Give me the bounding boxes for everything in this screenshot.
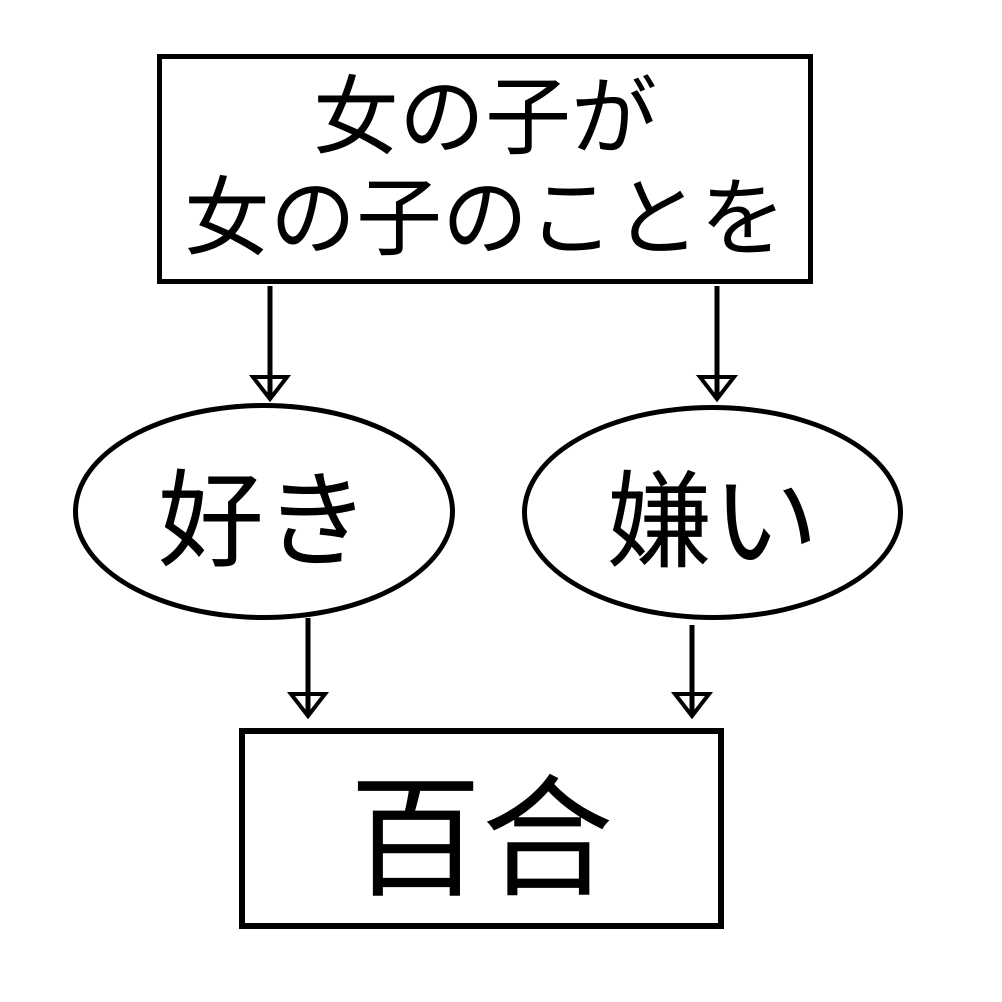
node-girl-about-girl-line1: 女の子が — [313, 69, 657, 166]
node-dislikes: 嫌い — [522, 405, 903, 620]
node-dislikes-label: 嫌い — [606, 463, 819, 582]
arrow-top-to-left-ellipse — [248, 286, 292, 403]
arrow-top-to-right-ellipse — [695, 286, 739, 403]
node-likes-label: 好き — [158, 462, 370, 581]
node-girl-about-girl-line2: 女の子のことを — [184, 171, 786, 267]
node-girl-about-girl: 女の子が 女の子のことを — [157, 54, 813, 284]
arrow-right-ellipse-to-bottom — [670, 625, 714, 720]
node-likes: 好き — [73, 403, 455, 620]
arrow-left-ellipse-to-bottom — [286, 618, 330, 720]
node-yuri: 百合 — [239, 728, 724, 929]
node-yuri-label: 百合 — [349, 766, 614, 913]
